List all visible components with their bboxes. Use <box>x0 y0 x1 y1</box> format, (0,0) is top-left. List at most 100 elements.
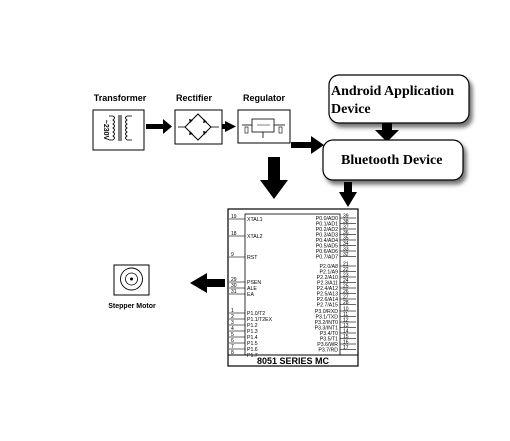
right-pin-4-name: P0.4/AD4 <box>316 238 338 244</box>
left-pin-4-number: 30 <box>231 283 237 289</box>
right-pin-2-name: P0.2/AD2 <box>316 227 338 233</box>
right-pin-22-name: P3.6/WR <box>317 342 338 348</box>
left-pin-2-number: 9 <box>231 252 234 258</box>
left-pin-8-name: P1.2 <box>247 323 258 329</box>
right-pin-11-number: 24 <box>343 278 349 284</box>
right-pin-23-number: 17 <box>343 345 349 351</box>
right-pin-13-name: P2.5/A13 <box>317 292 338 298</box>
left-pin-7-name: P1.1/T2EX <box>247 317 273 323</box>
right-pin-6-name: P0.6/AD6 <box>316 249 338 255</box>
left-pin-10-name: P1.4 <box>247 335 258 341</box>
right-pin-11-name: P2.3/A11 <box>317 281 338 287</box>
transformer-label: Transformer <box>94 93 147 103</box>
arrow-regulator-bluetooth <box>291 136 324 154</box>
right-pin-13-number: 26 <box>343 289 349 295</box>
right-pin-21-name: P3.5/T1 <box>320 337 338 343</box>
right-pin-21-number: 15 <box>343 334 349 340</box>
right-pin-14-number: 27 <box>343 295 349 301</box>
arrow-rectifier-regulator <box>222 124 225 129</box>
right-pin-10-number: 23 <box>343 273 349 279</box>
right-pin-0-number: 39 <box>343 214 349 220</box>
right-pin-8-number: 21 <box>343 262 349 268</box>
arrow-bluetooth-mcu <box>339 182 357 207</box>
right-pin-3-name: P0.3/AD3 <box>316 233 338 239</box>
right-pin-8-name: P2.0/A8 <box>320 264 339 270</box>
stepper-motor-icon <box>113 264 150 296</box>
right-pin-4-number: 35 <box>343 236 349 242</box>
rectifier-label: Rectifier <box>176 93 213 103</box>
left-pin-0-number: 19 <box>231 214 237 220</box>
left-pin-1-name: XTAL2 <box>247 234 263 240</box>
left-pin-4-name: ALE <box>247 286 257 292</box>
left-pin-5-name: EA <box>247 292 254 298</box>
mcu-title: 8051 SERIES MC <box>257 356 330 366</box>
left-pin-0-name: XTAL1 <box>247 217 263 223</box>
arrow-transformer-rectifier <box>146 119 172 134</box>
left-pin-1-number: 18 <box>231 231 237 237</box>
left-pin-10-number: 5 <box>231 332 234 338</box>
android-device-label-line2: Device <box>331 102 371 117</box>
left-pin-12-number: 7 <box>231 344 234 350</box>
rectifier-bridge-icon <box>174 109 223 145</box>
left-pin-7-number: 2 <box>231 314 234 320</box>
left-pin-2-name: RST <box>247 255 258 261</box>
left-pin-5-number: 31 <box>231 289 237 295</box>
right-pin-19-name: P3.3/INT1 <box>315 326 338 332</box>
left-pin-3-number: 29 <box>231 277 237 283</box>
arrow-regulator-mcu <box>260 157 288 199</box>
android-device-label-line1: Android Application <box>331 84 454 99</box>
left-pin-9-number: 4 <box>231 326 234 332</box>
right-pin-17-name: P3.1/TXD <box>316 315 339 321</box>
regulator-label: Regulator <box>243 93 286 103</box>
right-pin-22-number: 16 <box>343 340 349 346</box>
left-pin-6-number: 1 <box>231 308 234 314</box>
right-pin-15-name: P2.7/A15 <box>317 303 338 309</box>
right-pin-15-number: 28 <box>343 300 349 306</box>
right-pin-10-name: P2.2/A10 <box>317 275 338 281</box>
left-pin-6-name: P1.0/T2 <box>247 311 265 317</box>
left-pin-9-name: P1.3 <box>247 329 258 335</box>
right-pin-16-name: P3.0/RXD <box>315 309 338 315</box>
android-device-box <box>328 74 470 124</box>
right-pin-14-name: P2.6/A14 <box>317 297 338 303</box>
right-pin-19-number: 13 <box>343 323 349 329</box>
right-pin-12-name: P2.4/A12 <box>317 286 338 292</box>
bluetooth-device-box <box>322 139 464 181</box>
right-pin-18-name: P3.2/INT0 <box>315 320 338 326</box>
right-pin-2-number: 37 <box>343 225 349 231</box>
left-pin-13-name: P1.7 <box>247 353 258 359</box>
right-pin-5-number: 34 <box>343 241 349 247</box>
right-pin-9-name: P2.1/A9 <box>320 270 339 276</box>
left-pin-3-name: PSEN <box>247 280 261 286</box>
transformer-voltage: ~230V <box>102 120 109 141</box>
right-pin-18-number: 12 <box>343 318 349 324</box>
left-pin-13-number: 8 <box>231 350 234 356</box>
right-pin-1-name: P0.1/AD1 <box>316 222 338 228</box>
right-pin-9-number: 22 <box>343 267 349 273</box>
right-pin-17-number: 11 <box>343 312 348 318</box>
right-pin-20-number: 14 <box>343 329 349 335</box>
right-pin-0-name: P0.0/AD0 <box>316 216 338 222</box>
bluetooth-device-label: Bluetooth Device <box>341 153 442 168</box>
mcu-chip <box>227 208 359 367</box>
transformer-icon: ~230V <box>92 109 145 151</box>
regulator-icon <box>237 109 291 144</box>
left-pin-8-number: 3 <box>231 320 234 326</box>
left-pin-11-name: P1.5 <box>247 341 258 347</box>
left-pin-12-name: P1.6 <box>247 347 258 353</box>
right-pin-7-number: 32 <box>343 252 349 258</box>
right-pin-20-name: P3.4/T0 <box>320 331 338 337</box>
arrow-mcu-stepper <box>190 273 225 293</box>
right-pin-23-name: P3.7/RD <box>318 348 338 354</box>
right-pin-5-name: P0.5/AD5 <box>316 244 338 250</box>
right-pin-7-name: P0.7/AD7 <box>316 255 338 261</box>
stepper-motor-label: Stepper Motor <box>108 303 156 310</box>
right-pin-3-number: 36 <box>343 230 349 236</box>
left-pin-11-number: 6 <box>231 338 234 344</box>
arrow-android-bluetooth <box>375 123 399 142</box>
right-pin-16-number: 10 <box>343 307 349 313</box>
right-pin-12-number: 25 <box>343 284 349 290</box>
right-pin-1-number: 38 <box>343 219 349 225</box>
